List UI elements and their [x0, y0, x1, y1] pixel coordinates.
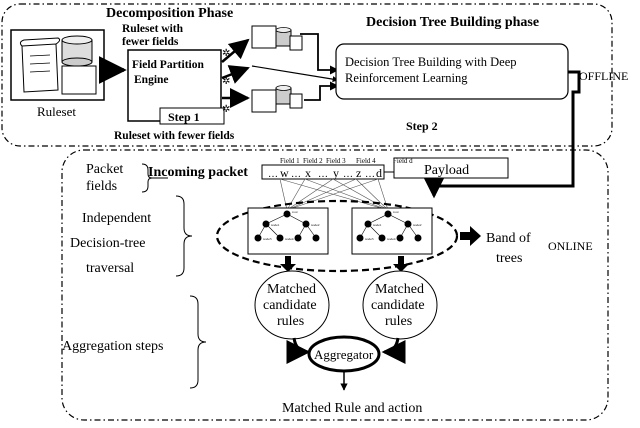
arrow-engine-to-top-ruleset	[221, 38, 250, 63]
field-to-tree-lines	[279, 178, 389, 211]
field-ellipsis-1: …	[268, 169, 278, 180]
band-of-trees-ellipse	[215, 199, 459, 273]
arrow-matched2-to-aggregator	[381, 337, 406, 364]
aggregation-steps-label: Aggregation steps	[62, 339, 163, 354]
field-label-4: Field 4	[356, 157, 376, 165]
arrow-bottom-ruleset-to-drl	[304, 81, 339, 101]
drl-label-line1: Decision Tree Building with Deep	[345, 55, 517, 69]
field-value-d: d	[376, 166, 382, 180]
band-of-trees-label-line1: Band of	[486, 231, 531, 246]
payload-label: Payload	[424, 163, 469, 178]
packet-fields-label-line1: Packet	[86, 162, 123, 177]
ruleset-label: Ruleset	[37, 104, 76, 119]
matched2-line1: Matched	[375, 282, 424, 297]
tree1-node4-label: node4	[285, 237, 294, 241]
field-value-x: x	[305, 166, 311, 180]
arrow-matched1-to-aggregator	[286, 337, 311, 364]
tree1-node2-label: node2	[311, 223, 320, 227]
band-of-trees-label-line2: trees	[496, 251, 522, 266]
online-label: ONLINE	[548, 239, 593, 253]
arrow-tree1-to-matched	[280, 256, 296, 272]
field-label-d: Field d	[393, 157, 413, 165]
field-ellipsis-2: …	[291, 169, 301, 180]
aggregation-brace	[189, 295, 207, 389]
aggregator-label: Aggregator	[314, 347, 374, 362]
arrow-drl-to-band	[422, 70, 581, 199]
payload-box	[393, 157, 509, 179]
tree2-node4-label: node4	[387, 237, 396, 241]
field-ellipsis-5: …	[365, 169, 375, 180]
arrow-top-ruleset-to-drl	[300, 33, 339, 75]
decision-tree-2	[351, 207, 433, 255]
field-ellipsis-4: …	[343, 169, 353, 180]
offline-label: OFFLINE	[579, 69, 628, 83]
incoming-packet-label: Incoming packet	[148, 165, 248, 180]
ruleset-card-icon	[61, 65, 97, 95]
fewer-fields-bottom: Ruleset with fewer fields	[114, 130, 235, 142]
step1-box	[159, 107, 225, 125]
packet-fields-label-line2: fields	[86, 179, 117, 194]
packet-strip	[261, 157, 509, 180]
gear-icon-bottom: ✲	[222, 104, 230, 115]
matched1-line2: candidate	[263, 298, 317, 313]
decision-tree-building-title: Decision Tree Building phase	[366, 15, 539, 30]
independent-label-line3: traversal	[86, 261, 134, 276]
tree2-node2-label: node2	[413, 223, 422, 227]
independent-label-line2: Decision-tree	[70, 236, 145, 251]
tree1-root-label: root	[292, 210, 298, 214]
matched1-line3: rules	[277, 314, 304, 329]
field-ellipsis-3: …	[318, 169, 328, 180]
offline-region	[1, 3, 613, 147]
decomposition-phase-title: Decomposition Phase	[106, 6, 233, 21]
gear-icon-top: ✲	[222, 48, 230, 59]
aggregator-node	[307, 335, 381, 373]
matched-candidate-1	[254, 270, 330, 340]
matched-rule-and-action: Matched Rule and action	[282, 401, 422, 416]
gear-icon-mid: ✲	[222, 76, 230, 87]
independent-label-line1: Independent	[82, 211, 151, 226]
scroll-icon	[19, 37, 61, 93]
small-ruleset-bottom	[251, 85, 303, 113]
field-value-w: w	[280, 166, 289, 180]
tree1-node1-label: node1	[271, 223, 280, 227]
fewer-fields-top-line2: fewer fields	[122, 36, 179, 48]
ruleset-box	[10, 29, 105, 101]
engine-label-line1: Field Partition	[132, 59, 204, 71]
tree1-node3-label: node3	[263, 237, 272, 241]
field-value-y: y	[333, 166, 339, 180]
step2-label: Step 2	[406, 119, 438, 133]
matched2-line3: rules	[385, 314, 412, 329]
drl-label-line2: Reinforcement Learning	[345, 71, 468, 85]
tree2-node3-label: node3	[365, 237, 374, 241]
matched-candidate-2	[362, 270, 438, 340]
database-icon	[61, 35, 93, 67]
small-ruleset-top	[251, 25, 303, 51]
tree2-node1-label: node1	[373, 223, 382, 227]
independent-brace	[175, 195, 193, 277]
field-value-z: z	[356, 166, 361, 180]
fewer-fields-top-line1: Ruleset with	[122, 23, 184, 35]
field-label-2: Field 2	[303, 157, 323, 165]
arrow-tree2-to-matched	[393, 256, 409, 272]
field-label-1: Field 1	[280, 157, 300, 165]
step2-box	[397, 116, 463, 134]
arrow-mid-to-drl	[251, 65, 339, 83]
step1-label: Step 1	[168, 110, 200, 124]
matched1-line1: Matched	[267, 282, 316, 297]
online-region	[61, 149, 609, 421]
band-of-trees-arrow	[460, 226, 481, 246]
arrow-engine-to-mid-ruleset	[221, 65, 250, 84]
tree2-root-label: root	[393, 210, 399, 214]
field-label-3: Field 3	[326, 157, 346, 165]
engine-label-line2: Engine	[134, 74, 169, 86]
matched2-line2: candidate	[371, 298, 425, 313]
decision-tree-1	[247, 207, 329, 255]
